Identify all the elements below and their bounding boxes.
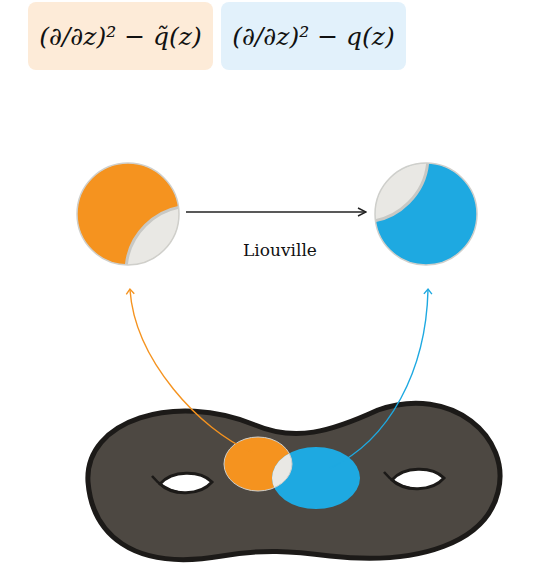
orange-map-arrow <box>130 290 252 452</box>
formula: (∂/∂z)² − q(z) <box>232 22 395 51</box>
transition-arrow <box>186 211 366 212</box>
blue-map-arrow <box>330 290 428 468</box>
operator-box-tilde: (∂/∂z)² − q̃(z) <box>28 2 213 70</box>
formula: (∂/∂z)² − q̃(z) <box>39 22 202 51</box>
orange-chart <box>77 163 258 338</box>
blue-chart <box>296 90 477 265</box>
map-label: Liouville <box>241 240 319 260</box>
operator-box: (∂/∂z)² − q(z) <box>221 2 406 70</box>
genus-two-surface <box>88 403 500 559</box>
